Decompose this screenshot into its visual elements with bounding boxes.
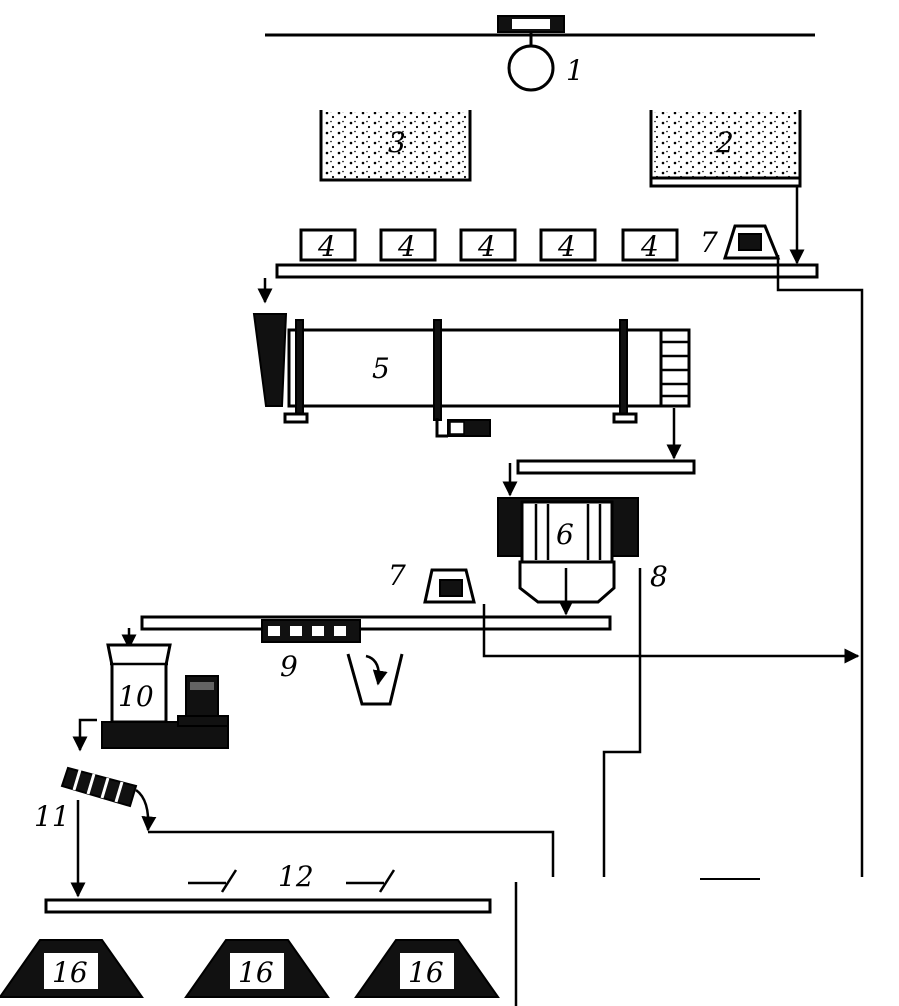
storage-pile-1	[0, 939, 144, 998]
lower-conveyor	[140, 615, 612, 631]
label-8: 8	[650, 560, 668, 593]
label-12: 12	[278, 860, 314, 893]
label-4e: 4	[640, 230, 659, 263]
rotary-kiln	[252, 313, 691, 438]
label-11: 11	[34, 800, 70, 833]
label-4d: 4	[557, 230, 576, 263]
label-4b: 4	[397, 230, 416, 263]
bin-2	[649, 110, 802, 188]
storage-pile-2	[184, 939, 330, 998]
label-16a: 16	[52, 956, 88, 989]
label-6: 6	[556, 518, 574, 551]
feeder-row	[299, 228, 679, 262]
lamp-icon	[507, 33, 555, 92]
label-7-lower: 7	[388, 559, 406, 592]
upper-conveyor	[275, 263, 819, 279]
weigher-lower	[423, 568, 476, 604]
oversize-arrow	[135, 788, 157, 832]
weigher-top	[722, 224, 781, 260]
bottom-conveyor	[44, 898, 492, 914]
magnetic-separator	[261, 619, 361, 643]
return-line-right	[776, 255, 864, 877]
reject-arrow	[365, 654, 388, 686]
top-rail	[265, 15, 815, 37]
plough-left	[188, 869, 238, 893]
line-8	[602, 568, 642, 877]
label-10: 10	[118, 680, 154, 713]
plough-right	[346, 869, 396, 893]
oversize-line	[148, 830, 555, 877]
bin-3	[319, 110, 472, 182]
reject-hopper	[346, 653, 404, 706]
storage-pile-3	[354, 939, 500, 998]
flow-arrow-screen	[72, 718, 97, 752]
label-4a: 4	[317, 230, 336, 263]
mid-conveyor	[516, 459, 696, 475]
mill-unit	[101, 643, 229, 749]
label-9: 9	[280, 650, 298, 683]
label-3: 3	[388, 126, 406, 159]
label-1: 1	[566, 54, 584, 87]
label-16c: 16	[408, 956, 444, 989]
label-5: 5	[372, 352, 390, 385]
branch-arrow-return	[482, 604, 860, 664]
label-7-top: 7	[700, 226, 718, 259]
vibrating-screen	[60, 766, 138, 808]
label-2: 2	[715, 126, 734, 159]
label-4c: 4	[477, 230, 496, 263]
label-16b: 16	[238, 956, 274, 989]
